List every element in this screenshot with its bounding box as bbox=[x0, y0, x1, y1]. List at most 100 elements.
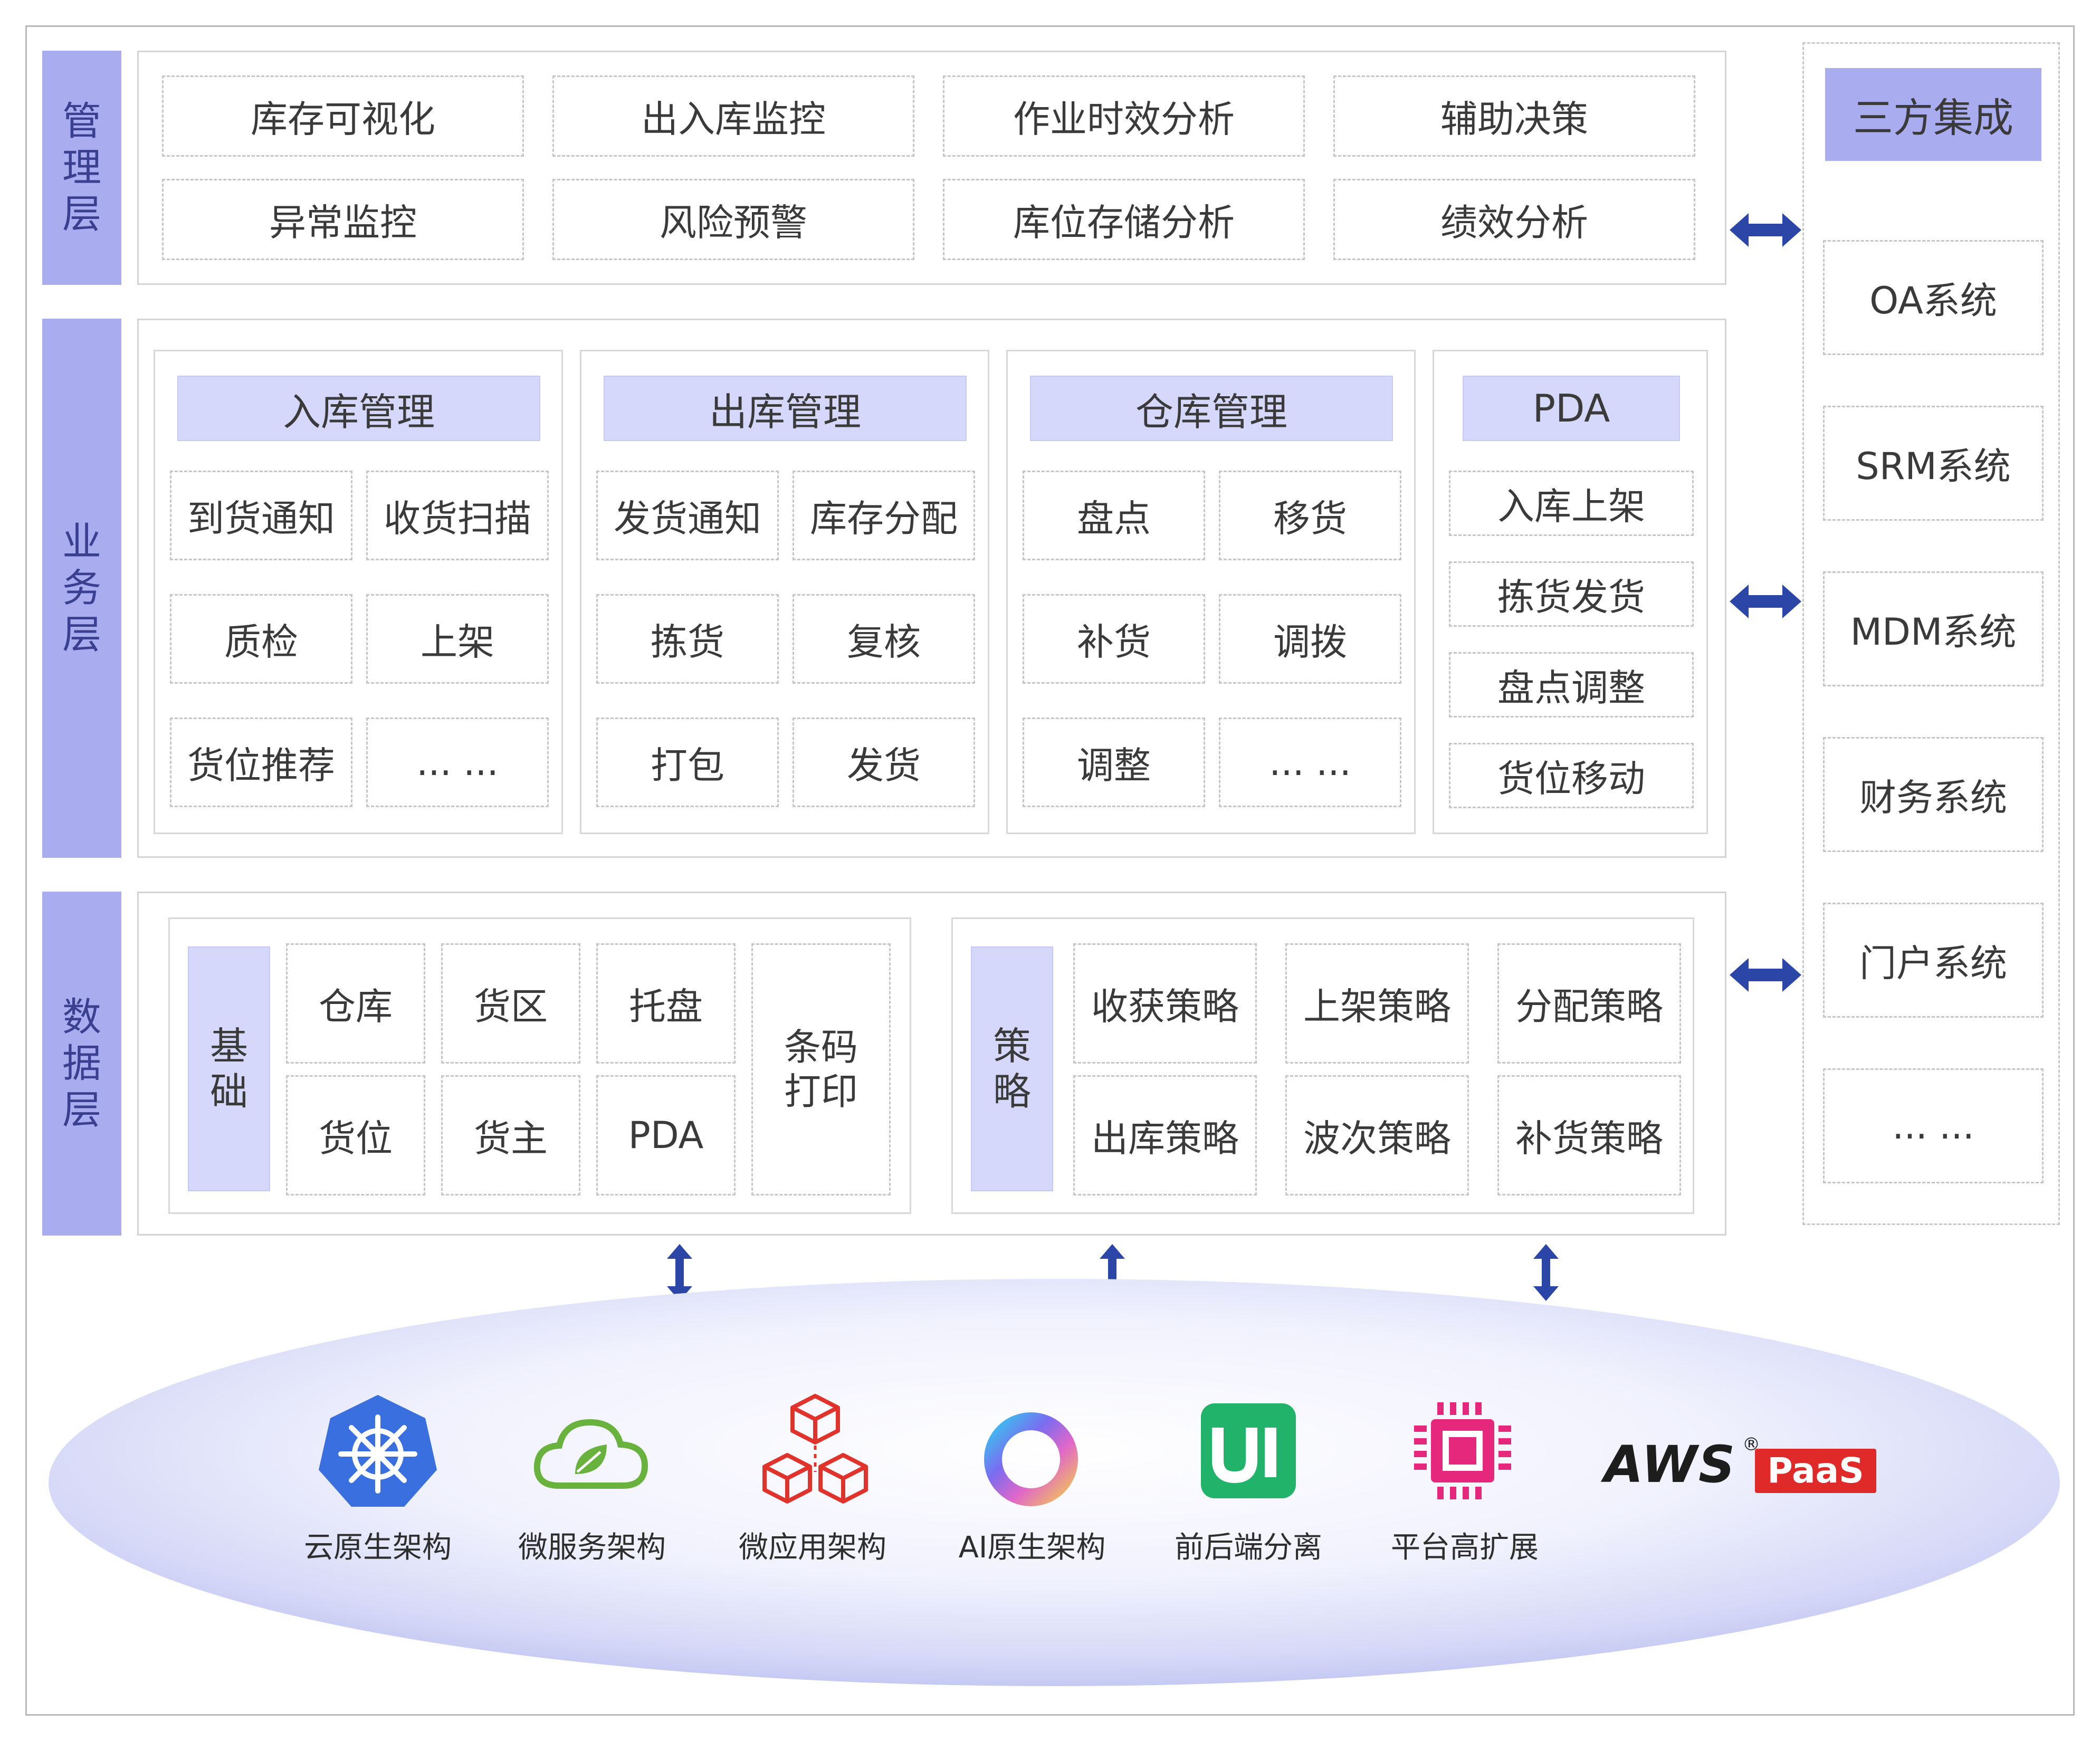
integration-item: SRM系统 bbox=[1823, 406, 2044, 521]
mgmt-item: 异常监控 bbox=[162, 179, 524, 260]
basic-data-panel: 基 础 仓库 货区 托盘 货位 货主 PDA 条码 打印 bbox=[168, 917, 911, 1214]
tech-label: 平台高扩展 bbox=[1391, 1530, 1539, 1565]
mgmt-item: 出入库监控 bbox=[552, 75, 914, 157]
inbound-panel: 入库管理 到货通知 收货扫描 质检 上架 货位推荐 ... ... bbox=[154, 350, 563, 834]
label-char: 略 bbox=[992, 1069, 1031, 1114]
outbound-item: 库存分配 bbox=[793, 471, 975, 560]
warehouse-panel: 仓库管理 盘点 移货 补货 调拨 调整 ... ... bbox=[1006, 350, 1416, 834]
basic-item: 货区 bbox=[441, 943, 580, 1064]
spring-cloud-icon bbox=[533, 1419, 648, 1489]
label-char: 务 bbox=[62, 566, 101, 611]
basic-item: 托盘 bbox=[596, 943, 736, 1064]
mgmt-item: 风险预警 bbox=[552, 179, 914, 260]
mgmt-item: 绩效分析 bbox=[1333, 179, 1695, 260]
strategy-item: 上架策略 bbox=[1285, 943, 1469, 1064]
strategy-item: 收获策略 bbox=[1073, 943, 1257, 1064]
label-char: 据 bbox=[62, 1041, 101, 1086]
pda-item: 拣货发货 bbox=[1449, 561, 1694, 627]
outbound-item: 复核 bbox=[793, 594, 975, 684]
inbound-item: 上架 bbox=[366, 594, 549, 684]
label-char: 层 bbox=[62, 612, 101, 657]
diagram-frame bbox=[25, 25, 2075, 1716]
label-char: 理 bbox=[62, 145, 101, 190]
cubes-icon bbox=[762, 1394, 868, 1504]
tech-label: 微服务架构 bbox=[518, 1530, 666, 1565]
vertical-arrow-icon bbox=[1533, 1244, 1559, 1301]
inbound-item: 货位推荐 bbox=[170, 718, 352, 807]
strategy-item: 波次策略 bbox=[1285, 1075, 1469, 1195]
strategy-item: 补货策略 bbox=[1497, 1075, 1681, 1195]
barcode-label: 条码 bbox=[784, 1026, 858, 1069]
data-layer-band: 基 础 仓库 货区 托盘 货位 货主 PDA 条码 打印 策 略 收获策略 上架… bbox=[137, 892, 1726, 1236]
management-layer-label: 管 理 层 bbox=[42, 51, 121, 285]
integration-item: MDM系统 bbox=[1823, 571, 2044, 686]
warehouse-item: 调整 bbox=[1023, 718, 1205, 807]
basic-item: 货位 bbox=[286, 1075, 425, 1195]
business-layer-band: 入库管理 到货通知 收货扫描 质检 上架 货位推荐 ... ... 出库管理 发… bbox=[137, 319, 1726, 858]
warehouse-item: 补货 bbox=[1023, 594, 1205, 684]
label-char: 层 bbox=[62, 192, 101, 237]
integration-item: 门户系统 bbox=[1823, 903, 2044, 1018]
strategy-data-panel: 策 略 收获策略 上架策略 分配策略 出库策略 波次策略 补货策略 bbox=[951, 917, 1694, 1214]
pda-panel: PDA 入库上架 拣货发货 盘点调整 货位移动 bbox=[1433, 350, 1708, 834]
outbound-item: 发货 bbox=[793, 718, 975, 807]
basic-label: 基 础 bbox=[188, 946, 270, 1191]
label-char: 础 bbox=[209, 1069, 248, 1114]
ai-ring-icon bbox=[984, 1412, 1078, 1506]
tech-label: 前后端分离 bbox=[1175, 1530, 1322, 1565]
data-layer-label: 数 据 层 bbox=[42, 892, 121, 1236]
management-layer-band: 库存可视化 出入库监控 作业时效分析 辅助决策 异常监控 风险预警 库位存储分析… bbox=[137, 51, 1726, 285]
mgmt-item: 辅助决策 bbox=[1333, 75, 1695, 157]
pda-item: 盘点调整 bbox=[1449, 652, 1694, 718]
basic-item: PDA bbox=[596, 1075, 736, 1195]
aws-paas-logo: AWS ® PaaS bbox=[1604, 1434, 1878, 1498]
barcode-print-item: 条码 打印 bbox=[751, 943, 891, 1195]
label-char: 数 bbox=[62, 994, 101, 1040]
mgmt-item: 作业时效分析 bbox=[943, 75, 1305, 157]
strategy-item: 出库策略 bbox=[1073, 1075, 1257, 1195]
inbound-item: 质检 bbox=[170, 594, 352, 684]
vertical-arrow-icon bbox=[667, 1244, 692, 1301]
double-arrow-icon bbox=[1730, 585, 1801, 618]
strategy-item: 分配策略 bbox=[1497, 943, 1681, 1064]
inbound-title: 入库管理 bbox=[177, 376, 540, 441]
integration-item: 财务系统 bbox=[1823, 737, 2044, 852]
inbound-item: ... ... bbox=[366, 718, 549, 807]
tech-label: AI原生架构 bbox=[958, 1530, 1106, 1565]
warehouse-item: 调拨 bbox=[1219, 594, 1401, 684]
outbound-item: 拣货 bbox=[596, 594, 779, 684]
outbound-item: 发货通知 bbox=[596, 471, 779, 560]
integration-title: 三方集成 bbox=[1825, 68, 2041, 161]
basic-item: 仓库 bbox=[286, 943, 425, 1064]
outbound-title: 出库管理 bbox=[604, 376, 967, 441]
pda-item: 货位移动 bbox=[1449, 743, 1694, 808]
warehouse-item: 移货 bbox=[1219, 471, 1401, 560]
aws-wordmark: AWS bbox=[1604, 1435, 1736, 1494]
label-char: 策 bbox=[992, 1024, 1031, 1068]
warehouse-title: 仓库管理 bbox=[1030, 376, 1393, 441]
mgmt-item: 库存可视化 bbox=[162, 75, 524, 157]
tech-label: 云原生架构 bbox=[304, 1530, 452, 1565]
barcode-label: 打印 bbox=[784, 1070, 858, 1113]
ui-icon bbox=[1201, 1403, 1296, 1498]
warehouse-item: 盘点 bbox=[1023, 471, 1205, 560]
pda-title: PDA bbox=[1463, 376, 1680, 441]
integration-item: OA系统 bbox=[1823, 240, 2044, 355]
basic-item: 货主 bbox=[441, 1075, 580, 1195]
inbound-item: 到货通知 bbox=[170, 471, 352, 560]
label-char: 基 bbox=[209, 1024, 248, 1068]
outbound-item: 打包 bbox=[596, 718, 779, 807]
label-char: 管 bbox=[62, 99, 101, 144]
kubernetes-icon bbox=[319, 1395, 437, 1507]
label-char: 层 bbox=[62, 1087, 101, 1133]
inbound-item: 收货扫描 bbox=[366, 471, 549, 560]
integration-item: ... ... bbox=[1823, 1068, 2044, 1183]
outbound-panel: 出库管理 发货通知 库存分配 拣货 复核 打包 发货 bbox=[580, 350, 989, 834]
chip-icon bbox=[1414, 1402, 1511, 1499]
tech-label: 微应用架构 bbox=[739, 1530, 886, 1565]
mgmt-item: 库位存储分析 bbox=[943, 179, 1305, 260]
warehouse-item: ... ... bbox=[1219, 718, 1401, 807]
integration-column: 三方集成 OA系统 SRM系统 MDM系统 财务系统 门户系统 ... ... bbox=[1802, 42, 2060, 1225]
pda-item: 入库上架 bbox=[1449, 471, 1694, 536]
paas-badge: PaaS bbox=[1755, 1449, 1876, 1493]
